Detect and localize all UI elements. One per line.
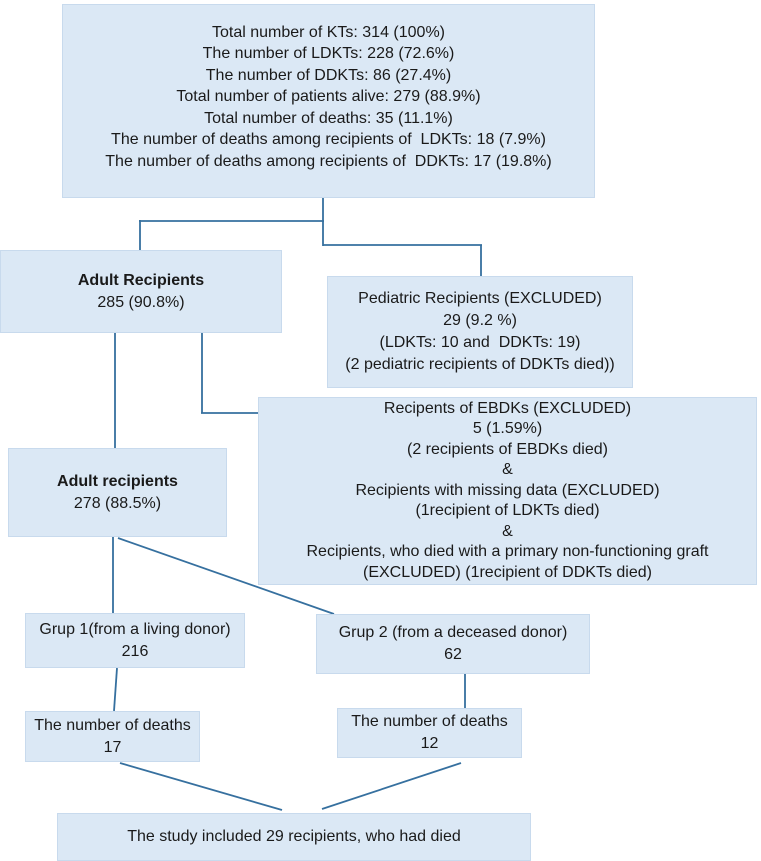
exclusions-line: & [502, 522, 513, 540]
totals-line: Total number of KTs: 314 (100%) [211, 23, 445, 41]
deaths-count: 12 [420, 735, 439, 752]
exclusions-box: Recipents of EBDKs (EXCLUDED) 5 (1.59%) … [258, 397, 757, 585]
deaths-count: 17 [103, 738, 122, 756]
exclusions-line: 5 (1.59%) [472, 420, 543, 438]
connector-line-deaths2-to-study-diagonal [321, 762, 462, 810]
exclusions-line: Recipients with missing data (EXCLUDED) [355, 481, 660, 499]
group2-count: 62 [444, 646, 462, 663]
pediatric-line: (LDKTs: 10 and DDKTs: 19) [379, 334, 581, 351]
box-title: Adult Recipients [77, 271, 205, 289]
totals-line: The number of DDKTs: 86 (27.4%) [205, 66, 452, 84]
totals-line: The number of deaths among recipients of… [105, 152, 552, 170]
study-conclusion-box: The study included 29 recipients, who ha… [57, 813, 531, 861]
deaths-label: The number of deaths [34, 716, 191, 734]
group1-count: 216 [121, 642, 149, 660]
adult-recipients-initial-box: Adult Recipients 285 (90.8%) [0, 250, 282, 333]
group1-deaths-box: The number of deaths 17 [25, 711, 200, 762]
group2-deaths-box: The number of deaths 12 [337, 708, 522, 758]
exclusions-line: (1recipient of LDKTs died) [415, 502, 600, 520]
group2-box: Grup 2 (from a deceased donor) 62 [316, 614, 590, 674]
box-value: 285 (90.8%) [97, 293, 185, 311]
totals-line: Total number of patients alive: 279 (88.… [176, 88, 481, 106]
totals-summary-box: Total number of KTs: 314 (100%) The numb… [62, 4, 595, 198]
exclusions-line: Recipents of EBDKs (EXCLUDED) [383, 399, 632, 417]
exclusions-line: (2 recipients of EBDKs died) [407, 440, 608, 458]
box-title: Adult recipients [57, 472, 178, 490]
group1-box: Grup 1(from a living donor) 216 [25, 613, 245, 668]
exclusions-line: & [502, 461, 513, 479]
pediatric-line: (2 pediatric recipients of DDKTs died)) [345, 356, 615, 373]
box-value: 278 (88.5%) [73, 494, 162, 512]
pediatric-excluded-box: Pediatric Recipients (EXCLUDED) 29 (9.2 … [327, 276, 633, 388]
totals-line: Total number of deaths: 35 (11.1%) [204, 109, 453, 127]
pediatric-line: Pediatric Recipients (EXCLUDED) [358, 290, 602, 307]
study-conclusion-text: The study included 29 recipients, who ha… [127, 828, 461, 845]
adult-recipients-final-box: Adult recipients 278 (88.5%) [8, 448, 227, 537]
totals-line: The number of deaths among recipients of… [111, 131, 546, 149]
deaths-label: The number of deaths [351, 713, 508, 730]
connector-line-deaths1-to-study-diagonal [119, 762, 283, 811]
group2-label: Grup 2 (from a deceased donor) [338, 624, 568, 641]
totals-line: The number of LDKTs: 228 (72.6%) [202, 45, 455, 63]
exclusions-line: Recipients, who died with a primary non-… [306, 543, 709, 561]
pediatric-line: 29 (9.2 %) [443, 312, 517, 329]
exclusions-line: (EXCLUDED) (1recipient of DDKTs died) [363, 563, 652, 581]
group1-label: Grup 1(from a living donor) [39, 620, 231, 638]
connector-line-group1-to-deaths [113, 667, 118, 712]
